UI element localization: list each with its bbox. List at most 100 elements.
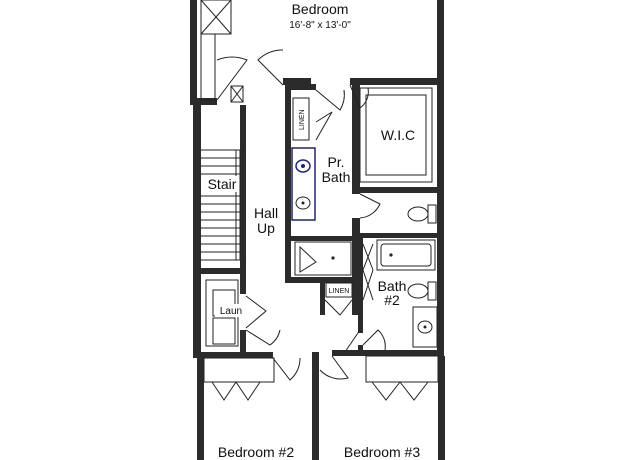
toilet-2-icon: [407, 283, 429, 299]
linen-door: [315, 111, 333, 141]
bedroom3-closet: [365, 355, 439, 383]
top-bedroom-closet: Bedroom 16'-8" x 13'-0": [200, 0, 351, 103]
bedroom3-closet-door-1: [371, 381, 401, 401]
bath2-label-2: #2: [384, 292, 400, 308]
wall-bedroom3-right: [438, 356, 445, 460]
linen-lower-door: [324, 299, 353, 316]
bedroom3-label: Bedroom #3: [344, 444, 420, 460]
hall: Hall Up: [254, 205, 278, 236]
bath2-door: [362, 329, 386, 351]
wall-linen-top: [285, 277, 360, 283]
wall-stair-bottom: [201, 268, 246, 274]
drain-1-icon: [301, 164, 305, 168]
linen-lower-label: LINEN: [329, 288, 350, 295]
laun-label: Laun: [220, 306, 242, 317]
prbath-label-2: Bath: [322, 169, 351, 185]
wall-prbath-right-lower: [352, 218, 360, 280]
laundry-door: [245, 295, 267, 329]
linen-upper: LINEN: [292, 89, 345, 141]
wall-bath2-left: [358, 238, 363, 333]
vanity-outline: [291, 147, 316, 221]
stair: Stair: [201, 149, 241, 261]
wall-bedroom-bottom-mid: [283, 78, 311, 85]
wall-bedroom-right: [437, 0, 444, 80]
hall-closet-door: [245, 329, 281, 346]
bedroom-main-label: Bedroom: [292, 1, 349, 17]
stair-rail: [235, 149, 241, 261]
drain-2-icon: [301, 201, 305, 205]
hall-doors: [245, 329, 361, 381]
bath2-vanity: [412, 306, 438, 348]
bedroom-main-dimensions: 16'-8" x 13'-0": [289, 20, 351, 31]
wall-bedrooms-top-right: [332, 350, 444, 356]
bath2-door-leaf: [344, 329, 361, 353]
bath2-sink-icon: [417, 320, 433, 334]
toilet-1-icon: [407, 206, 429, 222]
bedroom-closets: [203, 355, 439, 401]
bedroom-door-swing: [216, 56, 248, 101]
bath-2: Bath #2: [362, 239, 438, 351]
linen-upper-box: [292, 97, 310, 141]
chase-box: [230, 85, 244, 103]
bedroom-door-swing-2: [257, 49, 284, 86]
stair-label: Stair: [208, 176, 237, 192]
wic-door: [349, 84, 369, 109]
wall-bedroom2-left: [197, 358, 204, 460]
shower-box: [294, 241, 352, 276]
wic-inner: [365, 94, 427, 176]
wall-laun-right-top: [240, 274, 246, 294]
bath2-label-1: Bath: [378, 278, 407, 294]
wall-linen2-right: [352, 283, 358, 315]
linen-upper-label: LINEN: [299, 109, 306, 130]
tub-inner: [380, 243, 432, 267]
stair-label-bg: [203, 176, 239, 192]
wall-prbath-top: [291, 84, 316, 90]
shower-seat: [299, 245, 317, 273]
prbath-door-swing: [315, 89, 345, 111]
dryer-icon: [212, 317, 236, 345]
wall-wic-bottom: [360, 187, 444, 193]
wall-prbath-right: [352, 84, 360, 194]
sink-2-icon: [295, 196, 311, 210]
wall-prbath-bottom: [291, 236, 352, 241]
wic-label: W.I.C: [381, 127, 415, 143]
toilet-1-tank: [427, 204, 437, 224]
wall-linen2-left: [320, 283, 325, 315]
closet-box: [200, 0, 232, 35]
prbath-side-door: [359, 193, 381, 219]
wall-left-exterior: [193, 105, 201, 355]
wall-bath2-top: [360, 233, 444, 238]
hall-label-1: Hall: [254, 205, 278, 221]
wall-bedroom-left: [190, 0, 197, 105]
bedroom3-closet-door-2: [399, 381, 429, 401]
sink-1-icon: [295, 159, 311, 173]
bedroom2-door: [272, 357, 301, 381]
bedroom2-closet-door-1: [211, 381, 237, 401]
bath2-drain-icon: [423, 325, 427, 329]
wall-laun-right-bottom: [240, 330, 246, 355]
wall-bedrooms-top-left: [193, 352, 273, 358]
linen-lower-box: [325, 282, 353, 298]
tub-outer: [376, 239, 436, 271]
linen-lower: LINEN: [324, 282, 353, 316]
laundry: Laun: [205, 279, 267, 347]
wic-outer: [359, 87, 433, 183]
bedroom2-closet: [203, 357, 275, 383]
hall-label-2: Up: [257, 220, 275, 236]
primary-bath: Pr. Bath: [291, 147, 381, 276]
tub-drain-icon: [389, 253, 393, 257]
walls: [190, 0, 445, 460]
wall-bedroom-divider: [312, 352, 319, 460]
walk-in-closet: W.I.C: [349, 84, 433, 183]
bedroom2-closet-door-2: [235, 381, 261, 401]
wall-right-exterior: [437, 85, 444, 355]
closet-shelf: [200, 33, 216, 101]
stair-treads: [201, 149, 240, 261]
wall-prbath-left: [285, 85, 291, 283]
wall-bedroom-bottom-left: [197, 98, 217, 105]
bedroom2-label: Bedroom #2: [218, 444, 294, 460]
wall-stair-right: [240, 105, 246, 270]
wall-bedroom-bottom-right: [350, 78, 444, 85]
